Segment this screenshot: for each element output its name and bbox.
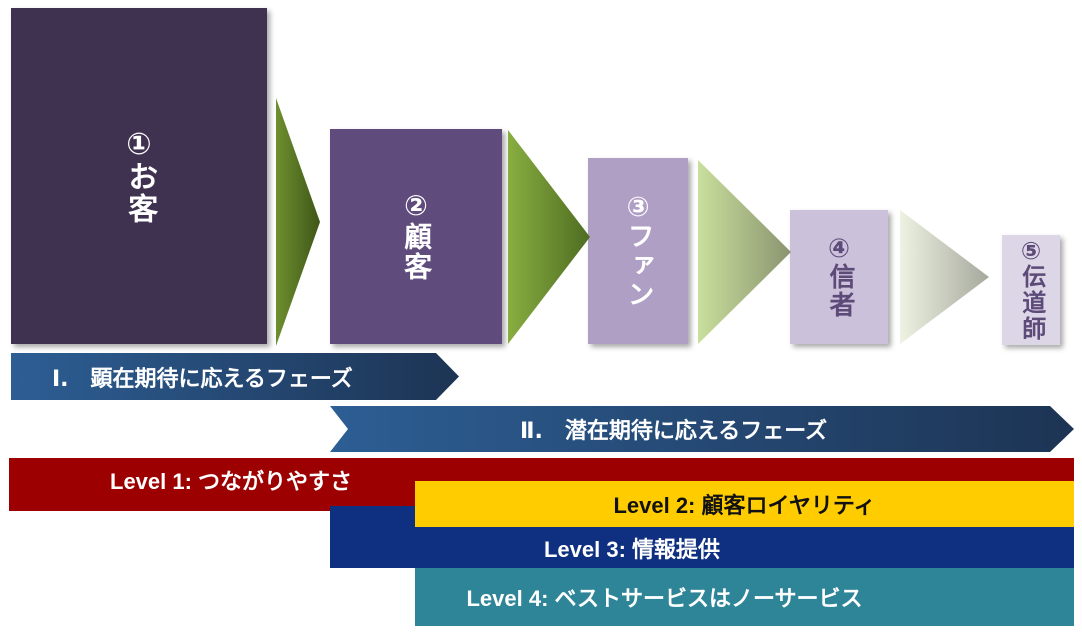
level-4-label: Level 4: ベストサービスはノーサービス [466,586,863,611]
phase-2-label: Ⅱ. 潜在期待に応えるフェーズ [520,419,828,444]
arrow-2-triangle [508,130,590,344]
stage-5-label: 伝道師 [1017,264,1046,343]
stage-4-number: ④ [827,233,850,264]
stage-3-number: ③ [626,191,650,223]
arrow-3-triangle [698,160,791,344]
level-2-label: Level 2: 顧客ロイヤリティ [613,493,876,518]
stage-2-number: ② [404,189,428,223]
level-1-label: Level 1: つながりやすさ [110,469,353,494]
stage-3-label: ファン [622,222,654,310]
stage-4-box: ④ 信者 [790,210,888,344]
level-4-bar: Level 4: ベストサービスはノーサービス [415,568,1074,626]
phase-1-label: Ⅰ. 顕在期待に応えるフェーズ [52,366,353,392]
stage-4-label: 信者 [824,263,855,320]
stage-5-box: ⑤ 伝道師 [1002,235,1060,345]
level-3-label: Level 3: 情報提供 [543,536,721,562]
stage-5-number: ⑤ [1020,236,1042,265]
phase-2-arrow-shape [330,406,1074,452]
arrow-4-triangle [900,210,989,344]
level-3-label-row: Level 3: 情報提供 [330,527,1074,568]
stage-1-number: ① [126,126,152,162]
arrow-1-triangle [276,98,320,346]
level-2-bar: Level 2: 顧客ロイヤリティ [415,481,1074,527]
stage-2-label: 顧客 [400,221,434,282]
stage-2-box: ② 顧客 [330,129,502,344]
phase-1-arrow-shape [11,353,459,400]
stage-1-box: ① お客 [11,8,267,344]
stage-1-label: お客 [122,160,158,225]
stage-3-box: ③ ファン [588,158,688,344]
